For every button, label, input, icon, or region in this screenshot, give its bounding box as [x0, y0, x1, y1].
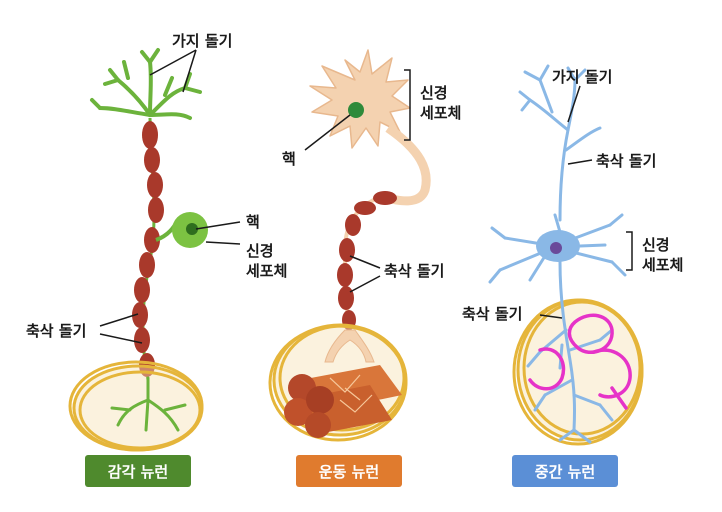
motor-soma-label-2: 세포체	[420, 104, 461, 122]
inter-axon-label-bottom: 축삭 돌기	[462, 305, 522, 323]
motor-badge-text: 운동 뉴런	[319, 463, 379, 481]
sensory-axon	[132, 117, 164, 381]
sensory-axon-terminal	[110, 376, 187, 432]
sensory-pointers	[99, 49, 241, 344]
inter-badge: 중간 뉴런	[512, 455, 618, 487]
motor-pointers	[304, 69, 411, 293]
sensory-dendrite-label: 가지 돌기	[172, 32, 232, 50]
inter-badge-text: 중간 뉴런	[535, 463, 595, 481]
motor-nucleus	[348, 102, 364, 118]
inter-axon-label-top: 축삭 돌기	[596, 152, 656, 170]
muscle-fibers	[284, 365, 402, 438]
sensory-nucleus-label: 핵	[246, 213, 260, 231]
sensory-soma-label-2: 세포체	[246, 262, 287, 280]
motor-axon-terminal	[324, 329, 375, 363]
inter-pink-annotations	[528, 313, 632, 410]
sensory-axon-label: 축삭 돌기	[26, 322, 86, 340]
sensory-soma	[155, 212, 208, 248]
motor-axon-label: 축삭 돌기	[384, 262, 444, 280]
inter-dendrite-label: 가지 돌기	[552, 68, 612, 86]
inter-soma-label-2: 세포체	[642, 256, 683, 274]
motor-badge: 운동 뉴런	[296, 455, 402, 487]
sensory-neuron: 가지 돌기 핵 신경 세포체 축삭 돌기 감각 뉴런	[26, 32, 287, 487]
inter-dendrites-top	[518, 64, 602, 222]
sensory-highlight-circle	[68, 360, 204, 452]
motor-nucleus-label: 핵	[282, 150, 296, 168]
sensory-dendrites	[90, 48, 202, 120]
motor-neuron: 신경 세포체 핵 축삭 돌기 운동 뉴런	[268, 49, 461, 487]
motor-soma	[309, 49, 411, 149]
inter-axon	[526, 260, 614, 444]
sensory-badge-text: 감각 뉴런	[108, 463, 168, 481]
inter-soma-label-1: 신경	[642, 236, 670, 254]
inter-soma	[488, 213, 627, 284]
motor-soma-label-1: 신경	[420, 84, 448, 102]
sensory-badge: 감각 뉴런	[85, 455, 191, 487]
sensory-soma-label-1: 신경	[246, 242, 274, 260]
interneuron: 가지 돌기 축삭 돌기 신경 세포체 축삭 돌기 중간 뉴런	[462, 64, 683, 487]
inter-pointers	[539, 85, 633, 319]
motor-axon	[337, 191, 397, 331]
motor-axon-hillock	[378, 124, 431, 206]
